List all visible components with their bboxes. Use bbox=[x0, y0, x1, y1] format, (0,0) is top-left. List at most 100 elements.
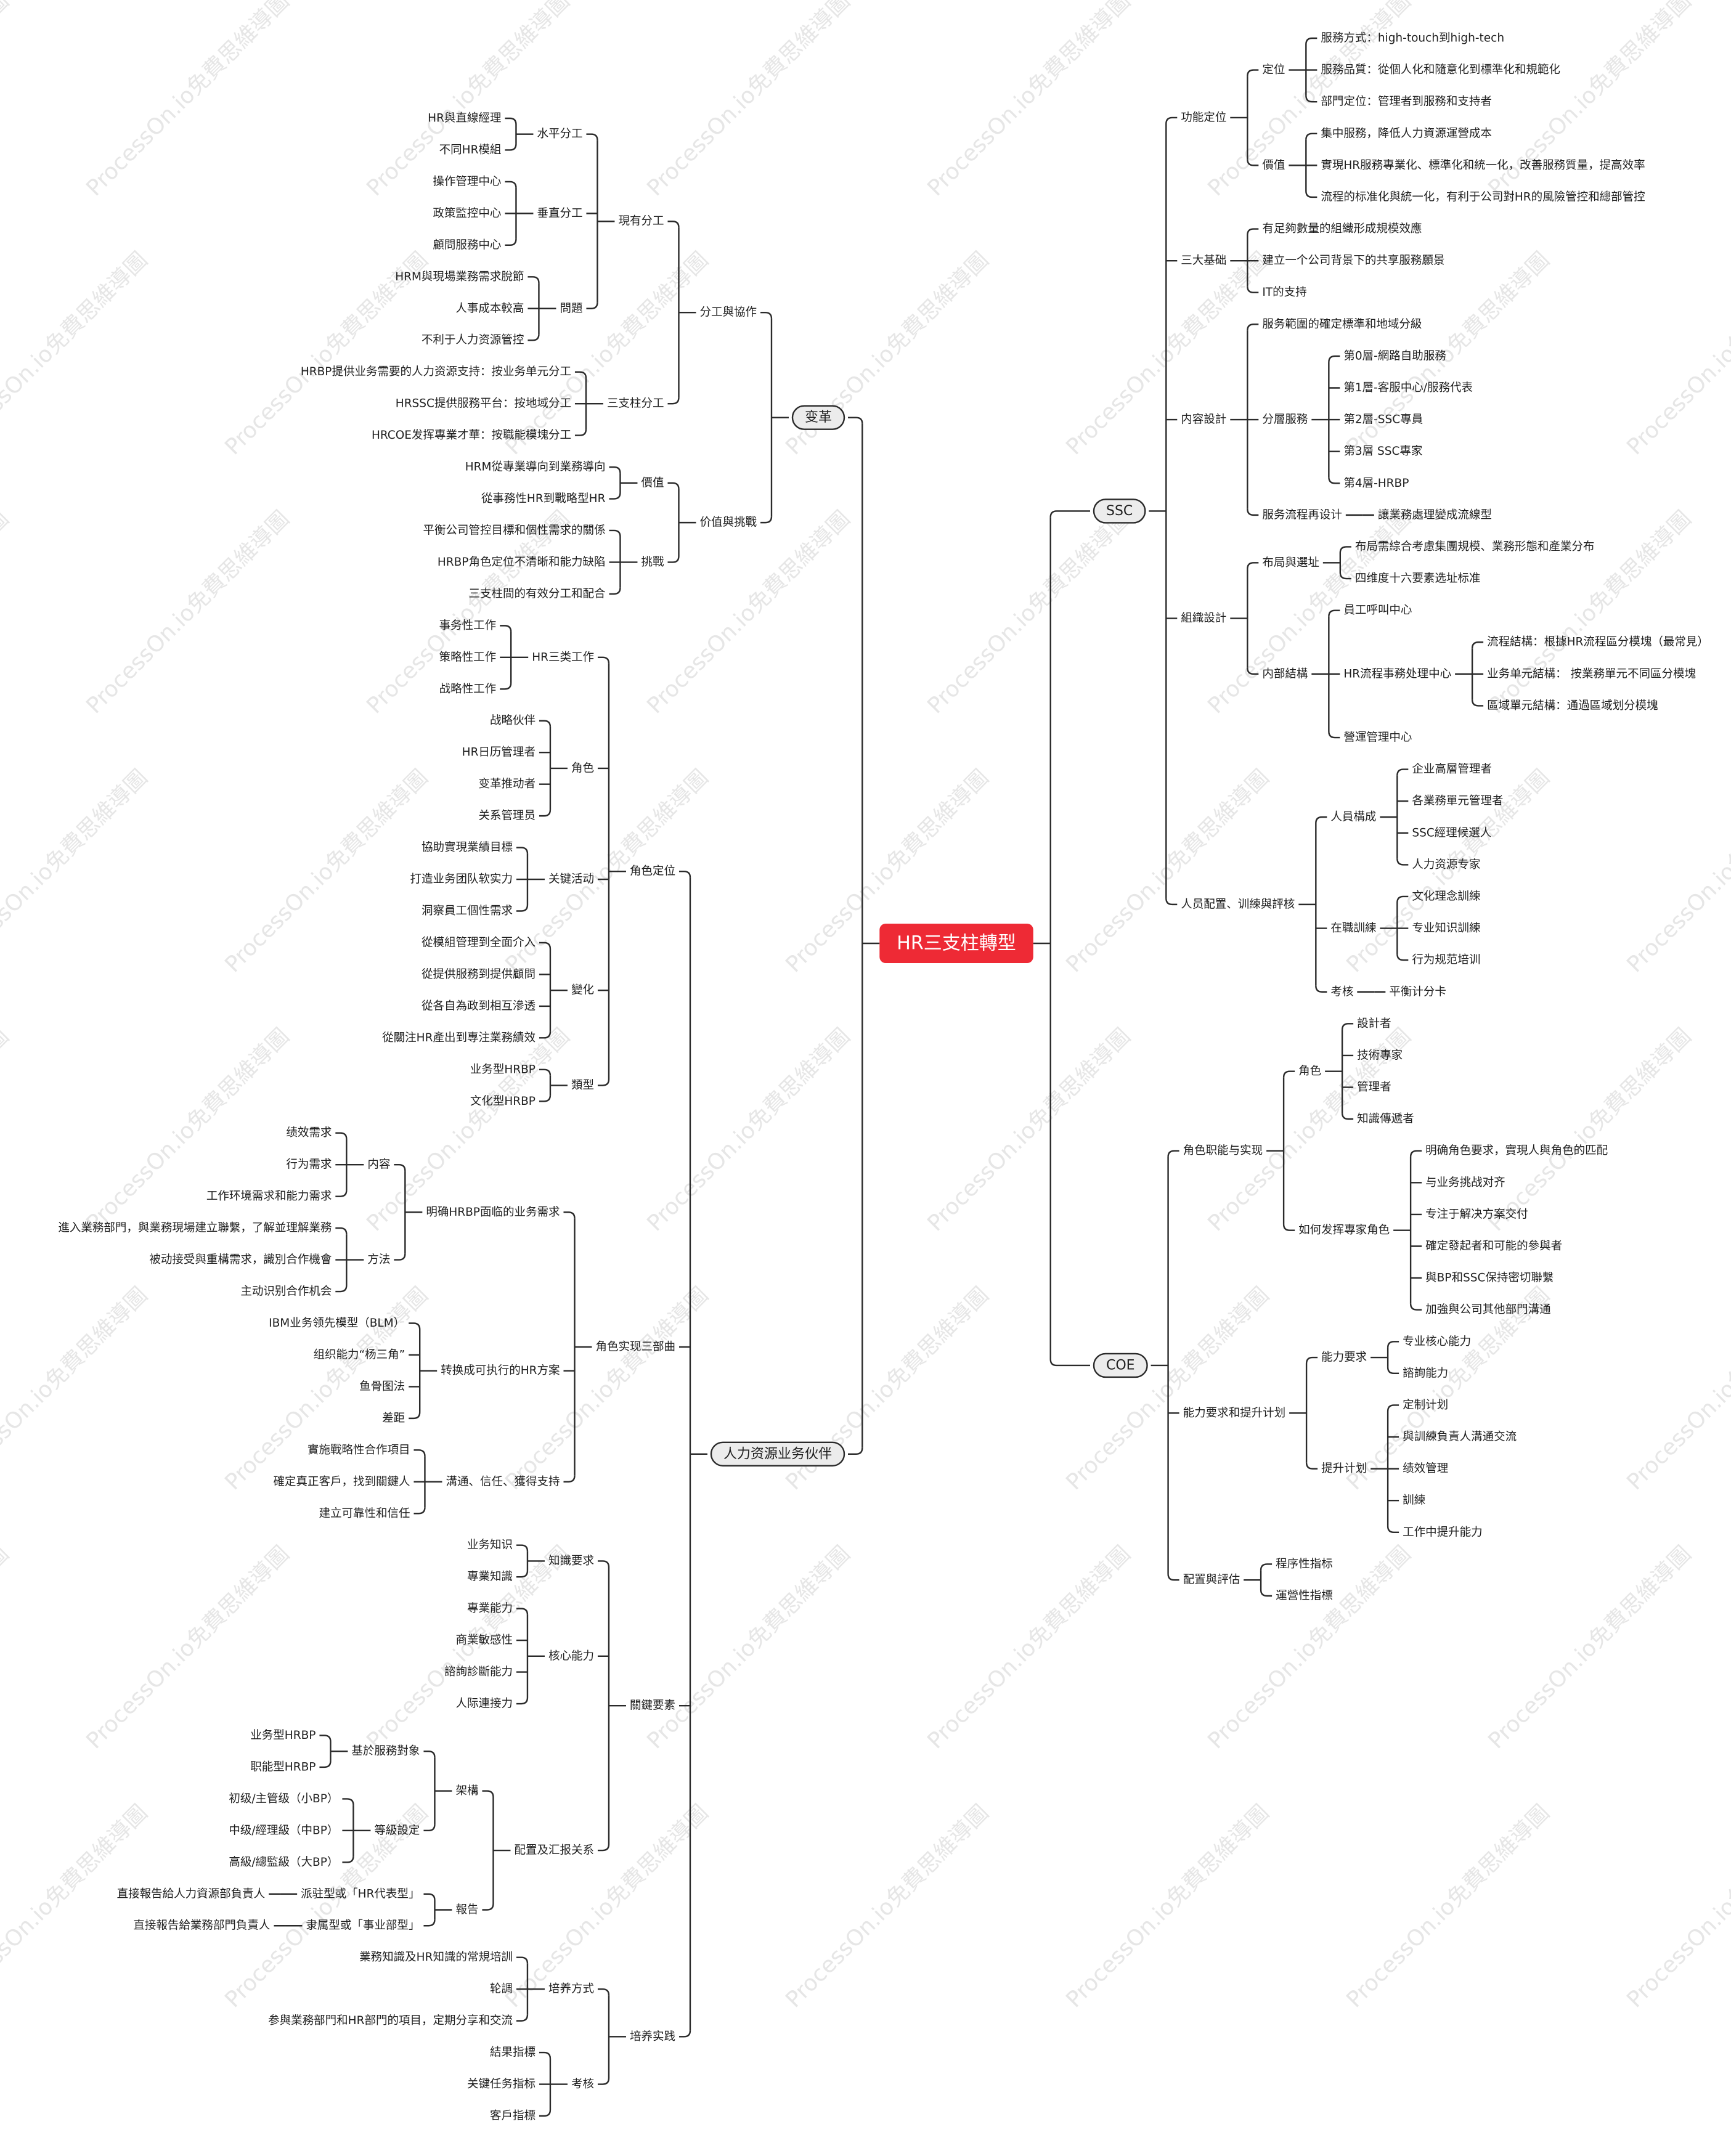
node-價值[interactable]: 價值 bbox=[641, 476, 664, 489]
node-行为规范培训[interactable]: 行为规范培训 bbox=[1412, 954, 1480, 967]
node-營運管理中心[interactable]: 營運管理中心 bbox=[1343, 731, 1412, 744]
node-内容設計[interactable]: 内容設計 bbox=[1181, 413, 1226, 426]
node-角色实现三部曲[interactable]: 角色实现三部曲 bbox=[595, 1341, 675, 1354]
node-方法[interactable]: 方法 bbox=[367, 1253, 390, 1266]
node-管理者[interactable]: 管理者 bbox=[1357, 1081, 1391, 1094]
node-战略性工作[interactable]: 战略性工作 bbox=[439, 683, 497, 696]
node-建立一个公司背景下的共享服務願景[interactable]: 建立一个公司背景下的共享服務願景 bbox=[1262, 254, 1444, 267]
node-流程結構-根據HR流程區分模塊-最常見-[interactable]: 流程結構：根據HR流程區分模塊（最常見） bbox=[1487, 636, 1709, 649]
node-明确HRBP面临的业务需求[interactable]: 明确HRBP面临的业务需求 bbox=[426, 1206, 560, 1219]
node-從各自為政到相互滲透[interactable]: 從各自為政到相互滲透 bbox=[422, 999, 536, 1012]
node-從模組管理到全面介入[interactable]: 從模組管理到全面介入 bbox=[422, 936, 536, 949]
node-服务流程再设计[interactable]: 服务流程再设计 bbox=[1262, 508, 1342, 521]
node-HRBP提供业务需要的人力资源支持-按业务单元分工[interactable]: HRBP提供业务需要的人力资源支持：按业务单元分工 bbox=[301, 365, 571, 378]
node-角色[interactable]: 角色 bbox=[1298, 1065, 1321, 1078]
node-IT的支持[interactable]: IT的支持 bbox=[1262, 286, 1306, 299]
node-定制计划[interactable]: 定制计划 bbox=[1403, 1399, 1448, 1412]
node-变革推动者[interactable]: 变革推动者 bbox=[478, 778, 536, 791]
node-布局需綜合考慮集團規模-業務形態和產業分布[interactable]: 布局需綜合考慮集團規模、業務形態和產業分布 bbox=[1355, 540, 1595, 553]
node-訓練[interactable]: 訓練 bbox=[1403, 1494, 1425, 1507]
node-在職訓練[interactable]: 在職訓練 bbox=[1330, 922, 1376, 935]
node-高級-總監級-大BP-[interactable]: 高級/總監級（大BP） bbox=[229, 1856, 338, 1869]
node-諮詢診斷能力[interactable]: 諮詢診斷能力 bbox=[444, 1666, 513, 1678]
node-定位[interactable]: 定位 bbox=[1262, 63, 1285, 76]
node-HR與直線經理[interactable]: HR與直線經理 bbox=[428, 112, 501, 125]
node-變化[interactable]: 變化 bbox=[571, 984, 594, 997]
node-技術專家[interactable]: 技術專家 bbox=[1357, 1049, 1403, 1062]
node-人力资源专家[interactable]: 人力资源专家 bbox=[1412, 858, 1480, 871]
node-HR流程事務处理中心[interactable]: HR流程事務处理中心 bbox=[1343, 667, 1451, 680]
node-集中服務-降低人力資源運營成本[interactable]: 集中服務，降低人力資源運營成本 bbox=[1321, 127, 1492, 140]
node-員工呼叫中心[interactable]: 員工呼叫中心 bbox=[1343, 604, 1412, 617]
node-参與業務部門和HR部門的項目-定期分享和交流[interactable]: 参與業務部門和HR部門的項目，定期分享和交流 bbox=[268, 2014, 513, 2027]
node-結果指標[interactable]: 結果指標 bbox=[490, 2046, 536, 2059]
node-確定真正客戶-找到關鍵人[interactable]: 確定真正客戶，找到關鍵人 bbox=[273, 1475, 410, 1488]
node-直接報告給業務部門負責人[interactable]: 直接報告給業務部門負責人 bbox=[133, 1919, 270, 1932]
node-HRM從專業導向到業務導向[interactable]: HRM從專業導向到業務導向 bbox=[465, 461, 606, 474]
node-HRBP角色定位不清晰和能力缺陷[interactable]: HRBP角色定位不清晰和能力缺陷 bbox=[438, 556, 606, 569]
node-功能定位[interactable]: 功能定位 bbox=[1181, 111, 1226, 124]
node-協助實現業績目標[interactable]: 協助實現業績目標 bbox=[422, 841, 513, 854]
node-服务範圍的確定標準和地域分級[interactable]: 服务範圍的確定標準和地域分級 bbox=[1262, 318, 1422, 331]
node-運營性指標[interactable]: 運營性指標 bbox=[1276, 1590, 1333, 1603]
node-轮調[interactable]: 轮調 bbox=[490, 1983, 513, 1996]
node-專業能力[interactable]: 專業能力 bbox=[467, 1602, 513, 1615]
node-能力要求和提升计划[interactable]: 能力要求和提升计划 bbox=[1183, 1407, 1286, 1420]
node-变革[interactable]: 变革 bbox=[805, 410, 832, 425]
node-進入業務部門-與業務現場建立聯繫-了解並理解業務[interactable]: 進入業務部門，與業務現場建立聯繫，了解並理解業務 bbox=[58, 1222, 332, 1235]
node-專業知識[interactable]: 專業知識 bbox=[467, 1571, 513, 1584]
branch-node-box[interactable] bbox=[1093, 1353, 1148, 1378]
node-問題[interactable]: 問題 bbox=[560, 302, 582, 315]
node-有足夠數量的組織形成規模效應[interactable]: 有足夠數量的組織形成規模效應 bbox=[1262, 222, 1422, 235]
node-各業務單元管理者[interactable]: 各業務單元管理者 bbox=[1412, 795, 1503, 808]
node-中级-經理級-中BP-[interactable]: 中级/經理級（中BP） bbox=[229, 1824, 338, 1837]
node-部門定位-管理者到服務和支持者[interactable]: 部門定位：管理者到服務和支持者 bbox=[1321, 96, 1492, 108]
node-与业务挑战对齐[interactable]: 与业务挑战对齐 bbox=[1425, 1176, 1505, 1189]
node-工作环境需求和能力需求[interactable]: 工作环境需求和能力需求 bbox=[206, 1190, 332, 1203]
node-水平分工[interactable]: 水平分工 bbox=[537, 128, 582, 140]
node-培养方式[interactable]: 培养方式 bbox=[548, 1983, 594, 1996]
node-服務品質-從個人化和隨意化到標準化和規範化[interactable]: 服務品質：從個人化和隨意化到標準化和規範化 bbox=[1321, 63, 1560, 76]
node-策略性工作[interactable]: 策略性工作 bbox=[439, 651, 497, 664]
node-如何发挥專家角色[interactable]: 如何发挥專家角色 bbox=[1298, 1224, 1390, 1237]
node-三大基础[interactable]: 三大基础 bbox=[1181, 254, 1226, 267]
node-被动接受與重構需求-識別合作機會[interactable]: 被动接受與重構需求，識別合作機會 bbox=[149, 1253, 332, 1266]
node-客戶指標[interactable]: 客戶指標 bbox=[490, 2110, 536, 2123]
node-基於服務對象[interactable]: 基於服務對象 bbox=[351, 1745, 420, 1758]
node-SSC[interactable]: SSC bbox=[1106, 503, 1133, 519]
node-工作中提升能力[interactable]: 工作中提升能力 bbox=[1403, 1526, 1483, 1539]
node-打造业务团队软实力[interactable]: 打造业务团队软实力 bbox=[410, 873, 513, 886]
node-政策監控中心[interactable]: 政策監控中心 bbox=[433, 207, 501, 220]
node-人員構成[interactable]: 人員構成 bbox=[1330, 811, 1376, 824]
node-专业知识訓練[interactable]: 专业知识訓練 bbox=[1412, 922, 1480, 935]
node-转换成可执行的HR方案[interactable]: 转换成可执行的HR方案 bbox=[441, 1364, 560, 1377]
node-第0層-網路自助服務[interactable]: 第0層-網路自助服務 bbox=[1343, 349, 1446, 362]
node-业务单元結構-按業務單元不同區分模塊[interactable]: 业务单元結構： 按業務單元不同區分模塊 bbox=[1487, 667, 1696, 680]
node-分層服務[interactable]: 分層服務 bbox=[1262, 413, 1308, 426]
node-HR日历管理者[interactable]: HR日历管理者 bbox=[462, 746, 536, 759]
node-HRCOE发挥專業才華-按職能模塊分工[interactable]: HRCOE发挥專業才華：按職能模塊分工 bbox=[372, 429, 571, 442]
node-三支柱分工[interactable]: 三支柱分工 bbox=[607, 397, 664, 410]
branch-node-box[interactable] bbox=[710, 1441, 845, 1466]
node-關鍵要素[interactable]: 關鍵要素 bbox=[630, 1699, 675, 1712]
node-程序性指标[interactable]: 程序性指标 bbox=[1276, 1558, 1333, 1571]
node-從事務性HR到戰略型HR[interactable]: 從事務性HR到戰略型HR bbox=[481, 492, 606, 505]
node-业务知识[interactable]: 业务知识 bbox=[467, 1539, 513, 1552]
node-直接報告給人力資源部負責人[interactable]: 直接報告給人力資源部負責人 bbox=[117, 1887, 266, 1900]
node-商業敏感性[interactable]: 商業敏感性 bbox=[455, 1634, 513, 1647]
node-諮詢能力[interactable]: 諮詢能力 bbox=[1403, 1367, 1448, 1380]
node-第1層-客服中心-服務代表[interactable]: 第1層-客服中心/服務代表 bbox=[1343, 381, 1473, 394]
node-文化理念訓練[interactable]: 文化理念訓練 bbox=[1412, 889, 1480, 903]
node-四维度十六要素选址标准[interactable]: 四维度十六要素选址标准 bbox=[1355, 572, 1481, 585]
node-派驻型或-HR代表型-[interactable]: 派驻型或「HR代表型」 bbox=[301, 1887, 420, 1900]
node-第3層-SSC專家[interactable]: 第3層 SSC專家 bbox=[1343, 445, 1422, 458]
node-垂直分工[interactable]: 垂直分工 bbox=[537, 207, 582, 220]
node-关系管理员[interactable]: 关系管理员 bbox=[478, 810, 536, 823]
node-建立可靠性和信任[interactable]: 建立可靠性和信任 bbox=[319, 1507, 410, 1520]
node-平衡计分卡[interactable]: 平衡计分卡 bbox=[1389, 985, 1446, 998]
node-架構[interactable]: 架構 bbox=[455, 1784, 478, 1797]
node-明确角色要求-實現人與角色的匹配[interactable]: 明确角色要求，實現人與角色的匹配 bbox=[1425, 1144, 1608, 1157]
node-内部結構[interactable]: 内部結構 bbox=[1262, 667, 1308, 680]
node-提升计划[interactable]: 提升计划 bbox=[1321, 1462, 1367, 1475]
node-平衡公司管控目標和個性需求的關係[interactable]: 平衡公司管控目標和個性需求的關係 bbox=[423, 524, 605, 537]
